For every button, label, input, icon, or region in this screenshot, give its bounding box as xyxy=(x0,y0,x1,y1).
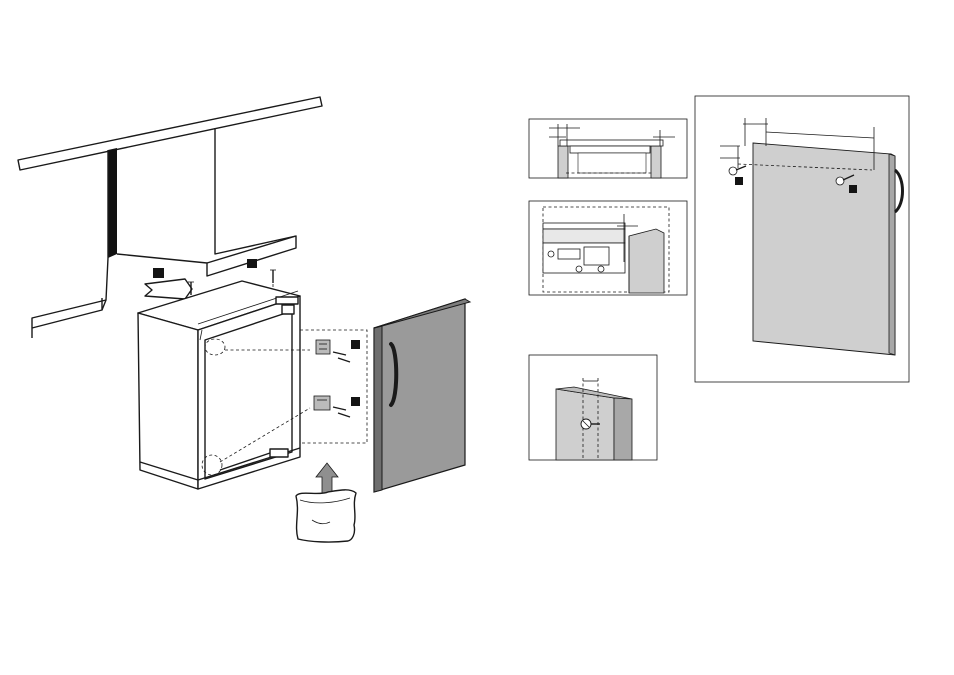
fitting-kit xyxy=(300,330,367,443)
bag-icon xyxy=(296,490,356,542)
detail-hinge xyxy=(529,201,687,295)
screw-icon xyxy=(729,166,746,175)
screw-icon xyxy=(333,407,350,417)
cabinet-underside xyxy=(117,232,296,276)
main-assembly xyxy=(18,97,470,542)
door-panel xyxy=(374,299,470,492)
detail-door-fixing xyxy=(695,96,909,382)
screw-icon xyxy=(333,352,350,362)
callout-marker-b xyxy=(247,259,257,268)
hinge-bracket-icon xyxy=(314,396,330,410)
callout-marker-d xyxy=(351,397,360,406)
callout-marker-c xyxy=(351,340,360,349)
countertop xyxy=(18,97,322,232)
detail-screw-position xyxy=(529,355,657,460)
detail-door-gap xyxy=(529,119,687,178)
appliance-body xyxy=(138,281,310,489)
handle-icon xyxy=(895,170,903,212)
hinge-bracket-icon xyxy=(316,340,330,354)
template-sheet xyxy=(145,279,192,299)
cabinet-side xyxy=(32,148,117,338)
callout-marker-a xyxy=(153,268,164,278)
callout-marker-f xyxy=(849,185,857,193)
callout-marker-e xyxy=(735,177,743,185)
